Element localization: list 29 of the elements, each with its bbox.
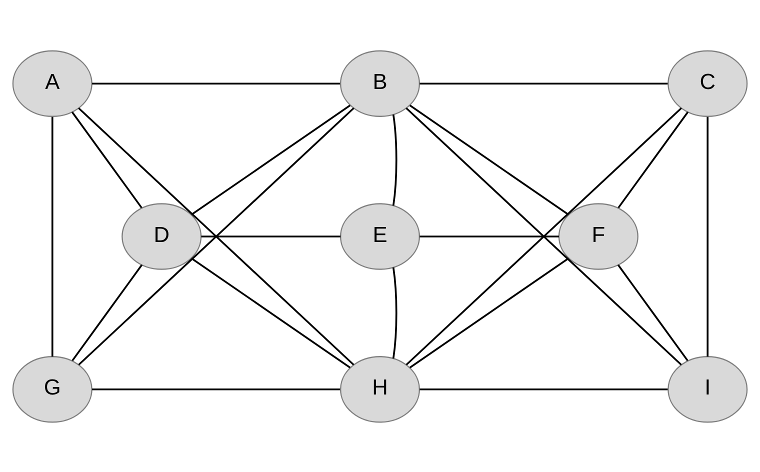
node-ellipse: F bbox=[558, 202, 638, 270]
node-ellipse: B bbox=[340, 50, 420, 116]
node-ellipse: E bbox=[340, 202, 420, 270]
connector bbox=[617, 264, 688, 361]
connector bbox=[392, 266, 398, 358]
connector bbox=[420, 388, 668, 390]
node-ellipse: H bbox=[340, 356, 420, 422]
connector bbox=[420, 235, 559, 237]
connector bbox=[409, 104, 570, 215]
node-ellipse: A bbox=[12, 50, 92, 116]
connector bbox=[92, 388, 340, 390]
connector bbox=[190, 257, 351, 368]
connector bbox=[71, 111, 142, 208]
node-ellipse: G bbox=[12, 356, 92, 422]
node-ellipse: D bbox=[122, 202, 202, 270]
connector bbox=[406, 106, 682, 365]
node-ellipse: I bbox=[668, 356, 748, 422]
connector bbox=[190, 104, 351, 215]
connector bbox=[92, 82, 340, 84]
connector bbox=[51, 116, 54, 356]
connector bbox=[706, 116, 709, 356]
connector bbox=[420, 82, 668, 84]
connector bbox=[409, 257, 570, 368]
connector bbox=[392, 114, 398, 206]
connector bbox=[618, 111, 689, 208]
connector bbox=[72, 264, 143, 361]
node-ellipse: C bbox=[668, 50, 748, 116]
connector bbox=[201, 235, 341, 237]
connector bbox=[78, 106, 354, 365]
